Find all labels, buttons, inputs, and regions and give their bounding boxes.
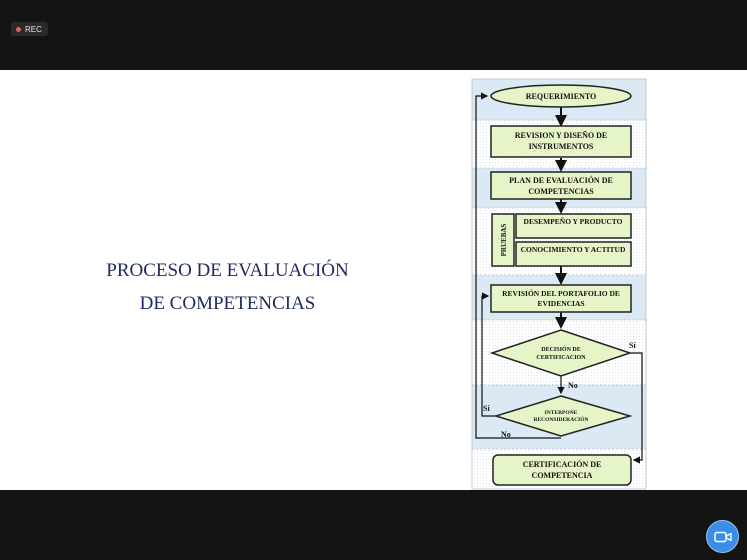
- interpone-yes-label: Sí: [483, 404, 490, 413]
- revision-label-line2: INSTRUMENTOS: [529, 142, 594, 151]
- interpone-label-line1: INTERPONE: [545, 410, 578, 416]
- conocimiento-label: CONOCIMIENTO Y ACTITUD: [521, 245, 626, 254]
- plan-node: PLAN DE EVALUACIÓN DE COMPETENCIAS: [490, 171, 632, 200]
- bottom-bar: [0, 490, 747, 560]
- requerimiento-label: REQUERIMIENTO: [526, 92, 597, 101]
- decision-no-label: No: [568, 381, 578, 390]
- recording-indicator: REC: [11, 22, 48, 36]
- flow-connectors: [475, 92, 643, 464]
- video-camera-icon: [713, 531, 732, 542]
- slide-title-line1: PROCESO DE EVALUACIÓN: [106, 260, 349, 281]
- portafolio-label-line2: EVIDENCIAS: [537, 299, 584, 308]
- top-bar: REC: [0, 0, 747, 70]
- decision-label-line1: DECISIÓN DE: [541, 345, 581, 353]
- plan-label-line2: COMPETENCIAS: [528, 187, 594, 196]
- camera-button[interactable]: [706, 520, 739, 553]
- flowchart: REQUERIMIENTO REVISION Y DISEÑO DE INSTR…: [471, 78, 647, 490]
- portafolio-label-line1: REVISIÓN DEL PORTAFOLIO DE: [502, 288, 620, 298]
- certificacion-label-line1: CERTIFICACIÓN DE: [523, 459, 602, 469]
- requerimiento-node: REQUERIMIENTO: [490, 84, 632, 108]
- slide-title-line2: DE COMPETENCIAS: [139, 293, 316, 314]
- certificacion-label-line2: COMPETENCIA: [532, 471, 593, 480]
- revision-label-line1: REVISION Y DISEÑO DE: [515, 131, 608, 140]
- interpone-no-label: No: [501, 430, 511, 439]
- interpone-label-line2: RECONSIDERACIÓN: [533, 415, 588, 423]
- decision-label-line2: CERTIFICACION: [536, 355, 586, 361]
- slide: PROCESO DE EVALUACIÓN DE COMPETENCIAS: [0, 70, 747, 490]
- desempeno-label: DESEMPEÑO Y PRODUCTO: [524, 217, 623, 226]
- revision-node: REVISION Y DISEÑO DE INSTRUMENTOS: [490, 125, 632, 158]
- recording-label: REC: [25, 24, 42, 34]
- interpone-node: INTERPONE RECONSIDERACIÓN: [493, 395, 633, 437]
- certificacion-node: CERTIFICACIÓN DE COMPETENCIA: [492, 454, 632, 486]
- plan-label-line1: PLAN DE EVALUACIÓN DE: [509, 175, 613, 185]
- portafolio-node: REVISIÓN DEL PORTAFOLIO DE EVIDENCIAS: [490, 284, 632, 313]
- decision-node: DECISIÓN DE CERTIFICACION: [489, 329, 633, 377]
- decision-yes-label: Sí: [629, 341, 636, 350]
- pruebas-label: PRUEBAS: [500, 224, 508, 257]
- pruebas-node: PRUEBAS DESEMPEÑO Y PRODUCTO CONOCIMIENT…: [491, 213, 632, 267]
- record-dot-icon: [16, 26, 21, 32]
